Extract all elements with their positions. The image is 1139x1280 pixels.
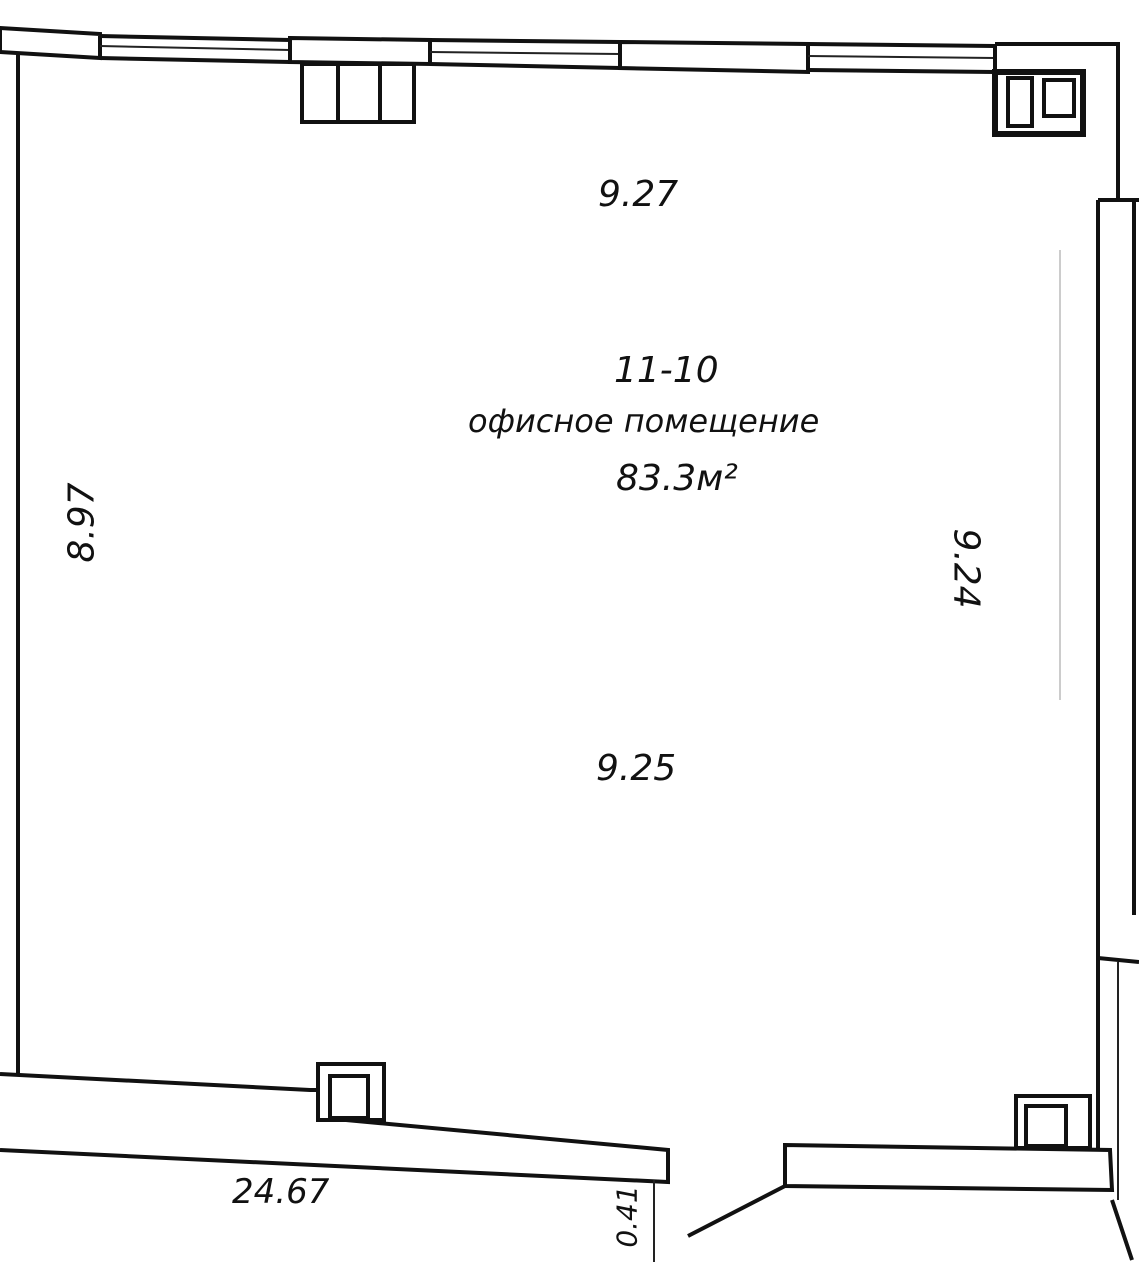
dimension-left: 8.97 [61, 482, 103, 563]
room-name: офисное помещение [468, 402, 820, 440]
dimension-door-offset: 0.41 [610, 1185, 644, 1248]
column [992, 69, 1086, 137]
room-area: 83.3м² [616, 458, 738, 499]
top-wall [0, 25, 1139, 202]
dimension-top: 9.27 [598, 174, 679, 215]
left-wall [0, 54, 670, 1185]
column [300, 62, 416, 124]
room-number: 11-10 [614, 350, 719, 391]
right-wall [653, 198, 1139, 1262]
dimension-bottom: 9.25 [596, 748, 677, 789]
dimension-right: 9.24 [945, 528, 987, 609]
dimension-outer-bottom: 24.67 [232, 1172, 330, 1212]
